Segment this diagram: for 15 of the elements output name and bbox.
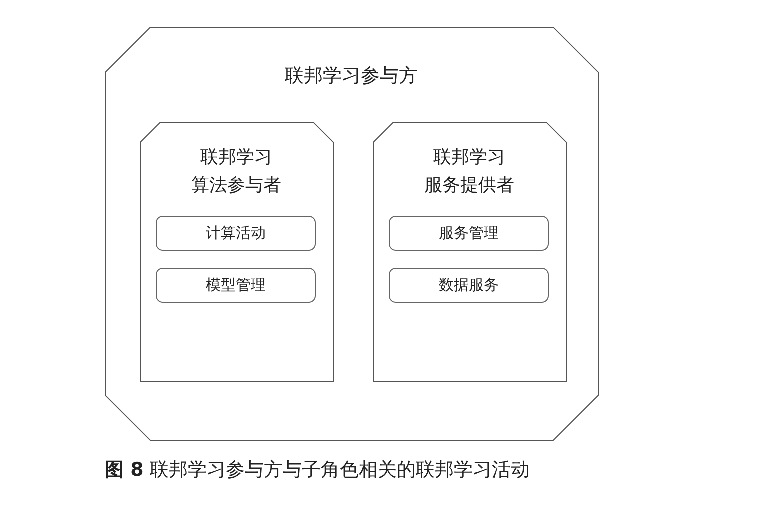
item-label: 计算活动 bbox=[205, 223, 267, 244]
heading: 联邦学习参与方 bbox=[284, 64, 419, 89]
figure-caption: 图 8 联邦学习参与方与子角色相关的联邦学习活动 bbox=[105, 458, 530, 483]
rounded-box bbox=[156, 268, 316, 303]
item-label: 服务管理 bbox=[438, 223, 500, 244]
chamfered-panel bbox=[140, 122, 333, 381]
item-label: 数据服务 bbox=[438, 275, 500, 296]
heading: 联邦学习服务提供者 bbox=[424, 146, 516, 198]
rounded-box bbox=[156, 216, 316, 251]
rounded-box bbox=[389, 216, 549, 251]
rounded-box bbox=[389, 268, 549, 303]
chamfered-panel bbox=[373, 122, 566, 381]
octagon-frame bbox=[105, 27, 598, 440]
item-label: 模型管理 bbox=[205, 275, 267, 296]
heading: 联邦学习算法参与者 bbox=[190, 146, 282, 198]
